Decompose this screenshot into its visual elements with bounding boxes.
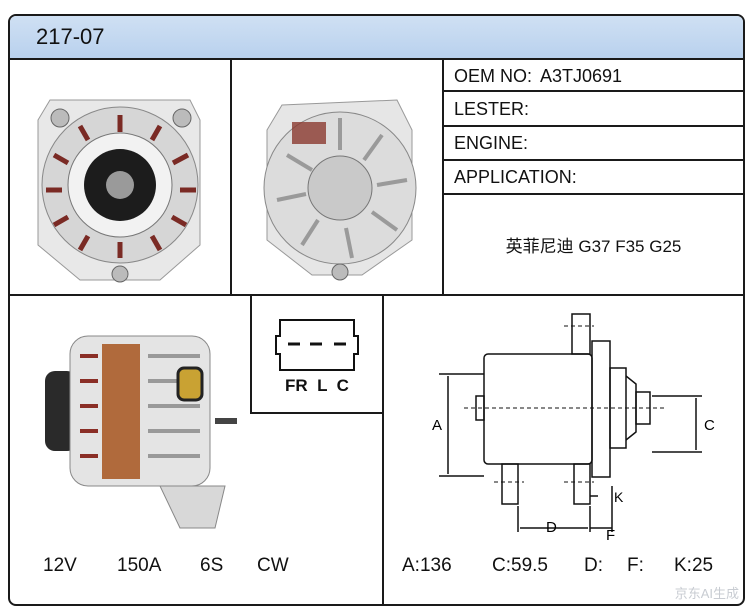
rotation: CW [257, 555, 289, 576]
dim-value-c: C:59.5 [492, 555, 548, 576]
divider [442, 193, 743, 195]
connector-pin-labels: FR L C [285, 376, 349, 395]
dim-label-c: C [704, 417, 715, 434]
oem-row: OEM NO: A3TJ0691 [444, 60, 743, 90]
divider [250, 412, 384, 414]
dim-value-d: D: [584, 555, 603, 576]
lester-label: LESTER: [454, 99, 530, 119]
divider [250, 296, 252, 414]
divider [442, 125, 743, 127]
oem-label: OEM NO: [454, 66, 533, 86]
application-value: 英菲尼迪 G37 F35 G25 [505, 237, 682, 256]
application-row: APPLICATION: [444, 161, 743, 193]
amperage: 150A [117, 555, 162, 576]
dim-value-f: F: [627, 555, 644, 576]
dim-label-k: K [614, 489, 624, 505]
divider [382, 296, 384, 604]
watermark: 京东AI生成 [674, 586, 739, 601]
divider [442, 58, 444, 296]
product-sheet: 217-07 [8, 14, 745, 606]
title-bar: 217-07 [10, 16, 743, 60]
divider [442, 90, 743, 92]
oem-value: A3TJ0691 [540, 66, 623, 86]
pulley-type: 6S [200, 555, 224, 576]
lester-row: LESTER: [444, 92, 743, 125]
dim-value-a: A:136 [402, 555, 452, 576]
engine-label: ENGINE: [454, 133, 529, 153]
dim-value-k: K:25 [674, 555, 714, 576]
dimension-drawing: A C D F K [384, 296, 743, 556]
connector-diagram: FR L C [252, 296, 382, 412]
dim-label-f: F [606, 527, 615, 544]
divider [442, 159, 743, 161]
part-number-title: 217-07 [36, 24, 105, 49]
application-value-cell: 英菲尼迪 G37 F35 G25 [444, 195, 743, 294]
alternator-side-photo [10, 296, 250, 536]
alternator-rear-photo [232, 60, 442, 294]
divider [230, 58, 232, 296]
dim-label-d: D [546, 519, 557, 536]
application-label: APPLICATION: [454, 167, 577, 187]
divider [10, 294, 743, 296]
engine-row: ENGINE: [444, 127, 743, 159]
voltage: 12V [43, 555, 77, 576]
dim-label-a: A [432, 417, 442, 434]
alternator-front-photo [10, 60, 230, 294]
